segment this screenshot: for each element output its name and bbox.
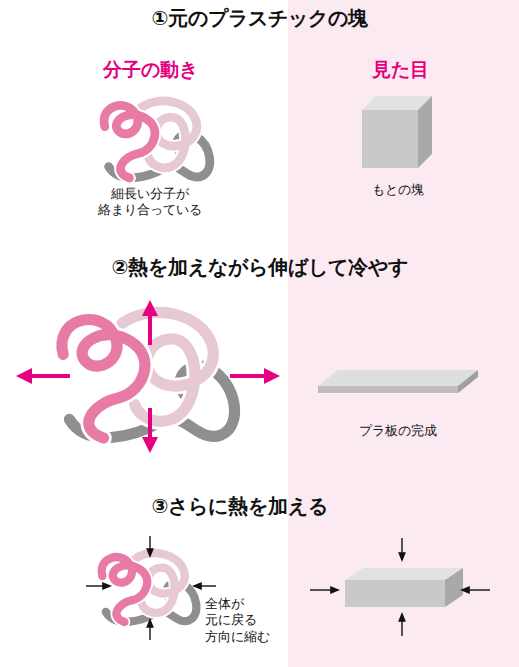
molecule-note: 全体が 元に戻る 方向に縮む: [205, 596, 270, 645]
molecule-strand: [122, 312, 213, 421]
molecule-strand: [102, 557, 148, 622]
shrinking-molecules: [102, 553, 197, 622]
plate: [318, 370, 478, 393]
strand-outline: [62, 320, 145, 438]
stage-heading: ②熱を加えながら伸ばして冷やす: [112, 255, 409, 280]
molecule-strand: [62, 320, 145, 438]
shrink-arrows: [86, 536, 490, 640]
stretch-arrows: [24, 308, 272, 445]
shape-note: もとの塊: [372, 182, 424, 198]
strand-outline: [104, 105, 155, 178]
cube: [362, 96, 432, 168]
molecule-note: 細長い分子が 絡まり合っている: [98, 186, 202, 219]
stage-heading: ③さらに熱を加える: [152, 494, 329, 519]
column-heading: 分子の動き: [103, 58, 198, 82]
stage-heading: ①元のプラスチックの塊: [152, 6, 369, 31]
pink-panel: [288, 0, 519, 667]
molecule-strand: [104, 105, 155, 178]
strand-outline: [122, 312, 213, 421]
column-heading: 見た目: [372, 58, 429, 82]
molecule-tangle: [104, 101, 210, 178]
shrunk-block: [345, 568, 463, 607]
shape-note: プラ板の完成: [359, 423, 437, 439]
strand-outline: [102, 557, 148, 622]
